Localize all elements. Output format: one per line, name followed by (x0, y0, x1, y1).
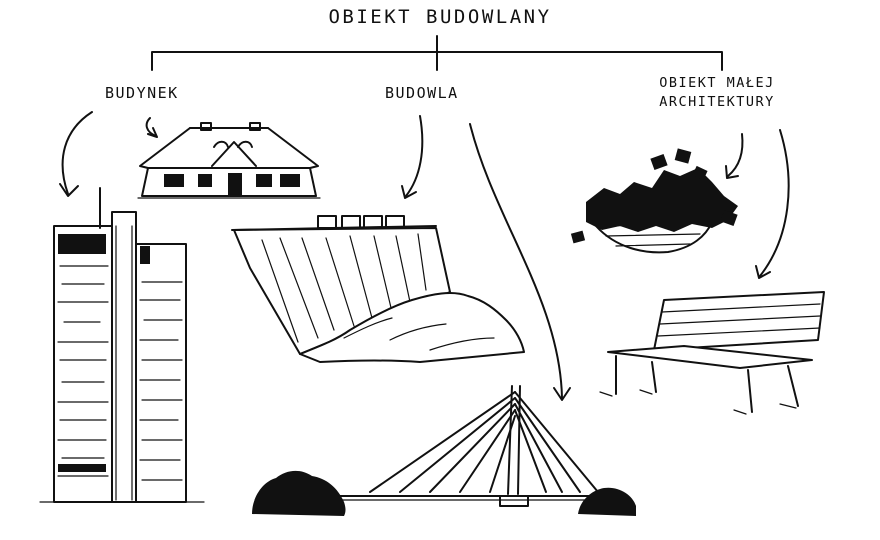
bench-drawing (600, 292, 824, 414)
planter-drawing (571, 148, 738, 252)
skyscraper-drawing (40, 188, 204, 502)
hierarchy-connectors (152, 36, 722, 70)
dam-drawing (232, 216, 524, 362)
house-drawing (138, 123, 320, 198)
bridge-drawing (252, 386, 636, 516)
